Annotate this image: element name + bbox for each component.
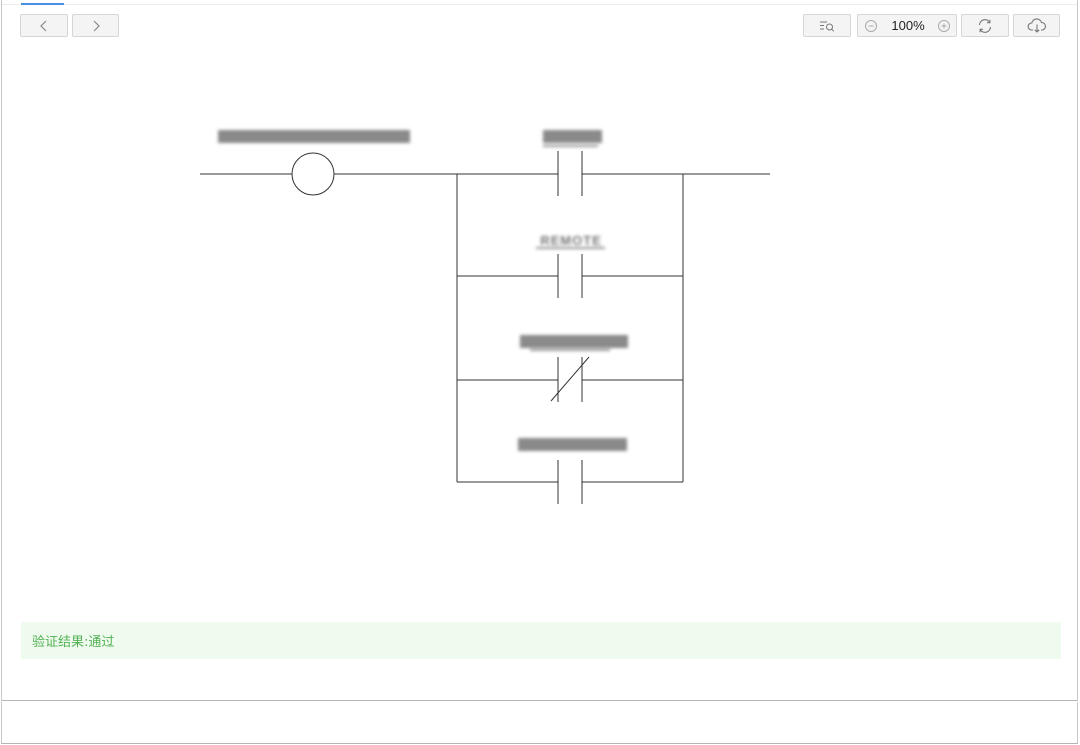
diagram-panel: 100% (1, 0, 1078, 701)
contact-2-label-group: REMOTE (536, 233, 605, 249)
contact-3-normally-closed (550, 356, 590, 402)
contact-1 (557, 151, 583, 196)
find-button[interactable] (803, 14, 851, 37)
chevron-right-icon (93, 20, 100, 31)
refresh-icon (978, 18, 992, 33)
tab-strip-divider (2, 4, 1077, 5)
contact-4-label-redacted (518, 438, 627, 451)
zoom-out-button[interactable] (863, 18, 879, 34)
minus-circle-icon (865, 20, 877, 32)
forward-button[interactable] (72, 14, 119, 37)
zoom-level: 100% (891, 18, 925, 33)
coil-symbol (291, 152, 335, 196)
cloud-download-icon (1027, 17, 1046, 33)
redacted-labels (218, 130, 628, 451)
zoom-control: 100% (857, 14, 957, 37)
bottom-panel (1, 702, 1078, 744)
ladder-diagram: REMOTE (200, 130, 770, 504)
plus-circle-icon (938, 20, 950, 32)
contact-4 (557, 460, 583, 504)
active-tab-indicator (21, 3, 64, 5)
contact-2 (557, 254, 583, 298)
validation-result-text: 验证结果:通过 (32, 635, 115, 650)
back-button[interactable] (20, 14, 68, 37)
contact-2-label: REMOTE (540, 233, 602, 248)
chevron-left-icon (40, 20, 47, 31)
download-button[interactable] (1013, 14, 1060, 37)
contact-3-label-redacted (520, 335, 628, 348)
zoom-in-button[interactable] (936, 18, 952, 34)
search-list-icon (820, 21, 835, 32)
coil-label-redacted (218, 130, 410, 143)
refresh-button[interactable] (961, 14, 1009, 37)
contact-1-label-redacted (543, 130, 602, 143)
validation-result: 验证结果:通过 (21, 622, 1061, 659)
